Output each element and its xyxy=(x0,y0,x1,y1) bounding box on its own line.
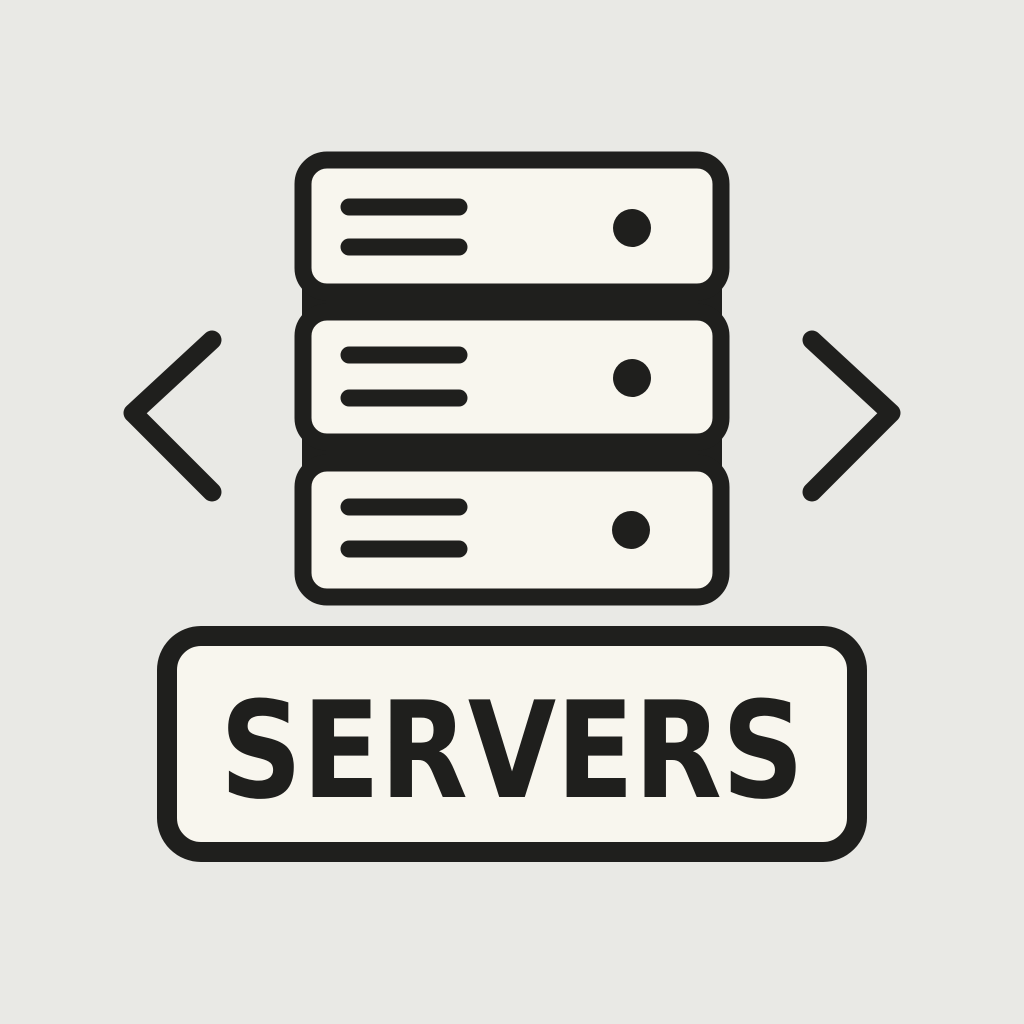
chevron-right-icon[interactable] xyxy=(802,330,901,502)
chevron-left-icon[interactable] xyxy=(123,330,222,502)
label-text: SERVERS xyxy=(220,673,804,829)
status-led xyxy=(613,359,651,397)
status-led xyxy=(613,209,651,247)
server-unit xyxy=(294,303,730,451)
server-unit xyxy=(294,151,730,301)
server-unit xyxy=(294,454,730,606)
status-led xyxy=(612,511,650,549)
server-stack-icon xyxy=(294,151,730,606)
label-plate: SERVERS xyxy=(157,626,867,862)
